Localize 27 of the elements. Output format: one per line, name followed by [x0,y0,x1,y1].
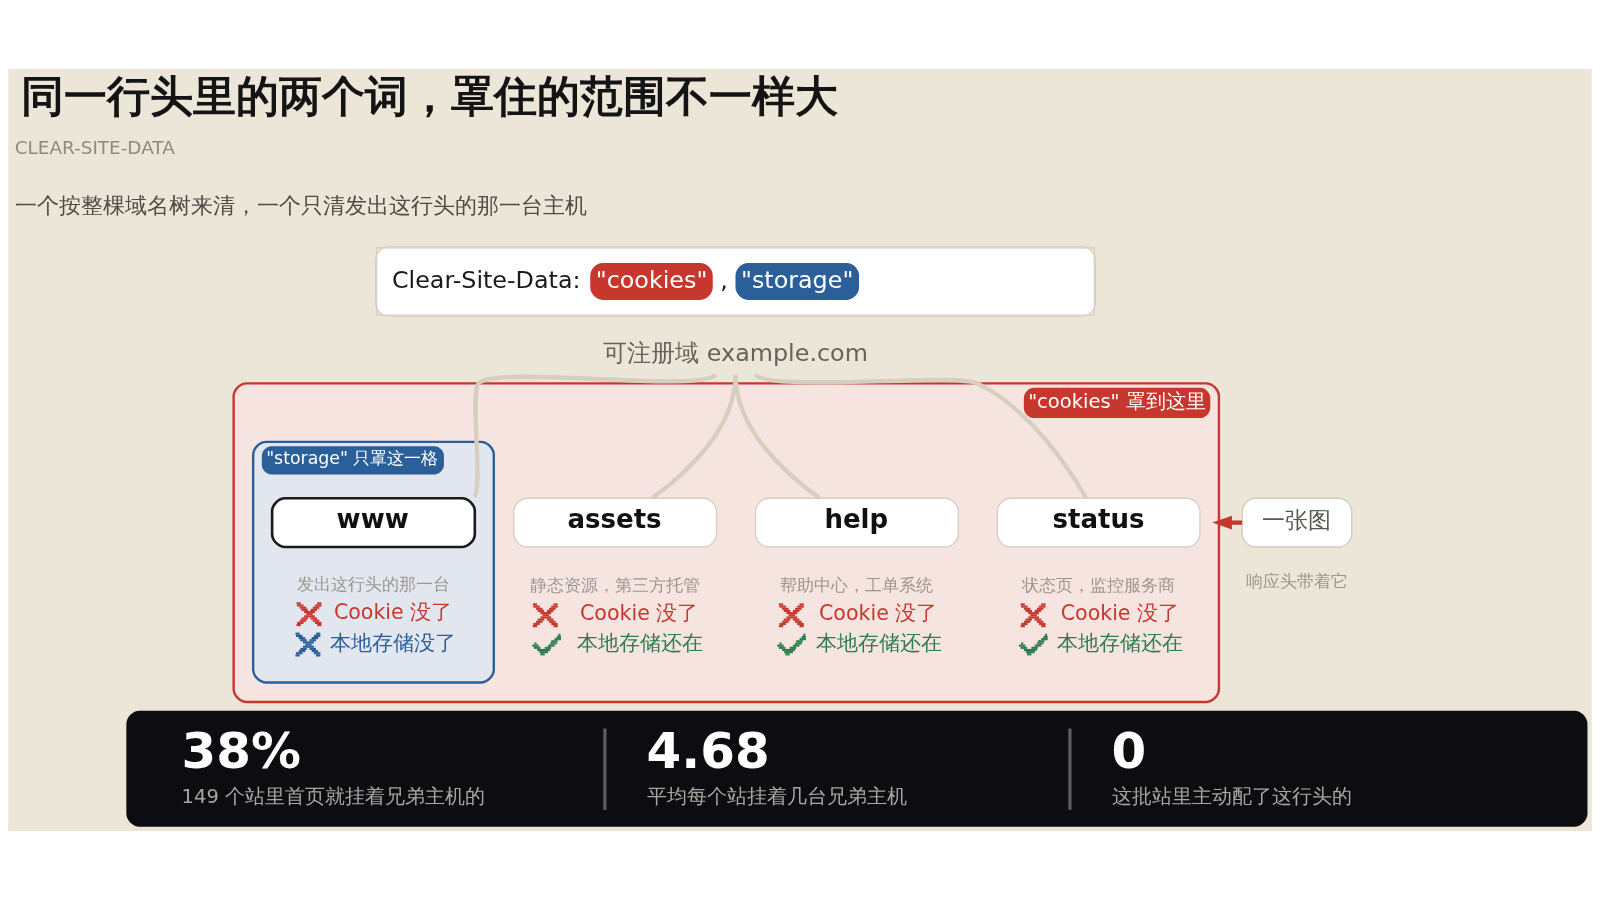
connector [754,372,1089,500]
node-label: 静态资源，第三方托管 [529,575,700,596]
node-label: 帮助中心，工单系统 [780,575,934,596]
node-label: 状态页，监控服务商 [1022,575,1176,596]
node-box: status [996,497,1201,548]
node-label: Cookie 没了 [1060,601,1180,626]
node-box: 一张图 [1241,497,1353,548]
arrow [1212,515,1243,530]
connector [733,374,821,500]
node-label: 本地存储还在 [576,631,703,656]
node-box: help [754,497,959,548]
node-box: assets [513,497,718,548]
node-box: www [270,496,477,549]
node-label: 本地存储没了 [330,630,457,655]
diagram-title: 同一行头里的两个词，罩住的范围不一样大 [21,71,839,122]
node-label: Cookie 没了 [818,601,938,626]
node-label: Cookie 没了 [333,600,453,625]
label: CLEAR-SITE-DATA [14,137,175,159]
node-label: 响应头带着它 [1246,570,1349,591]
node-label: 本地存储还在 [815,631,942,656]
node-label: 本地存储还在 [1057,631,1184,656]
label: 一个按整棵域名树来清，一个只清发出这行头的那一台主机 [14,193,587,219]
node-box: 38% 149 个站里首页就挂着兄弟主机的 4.68 平均每个站挂着几台兄弟主机 0 这批站里主动配了这行头的 [126,710,1588,827]
connector [472,372,717,498]
node-label: Cookie 没了 [579,601,699,626]
node-label: 发出这行头的那一台 [297,574,451,595]
node-text: 可注册域 example.com [603,339,868,368]
